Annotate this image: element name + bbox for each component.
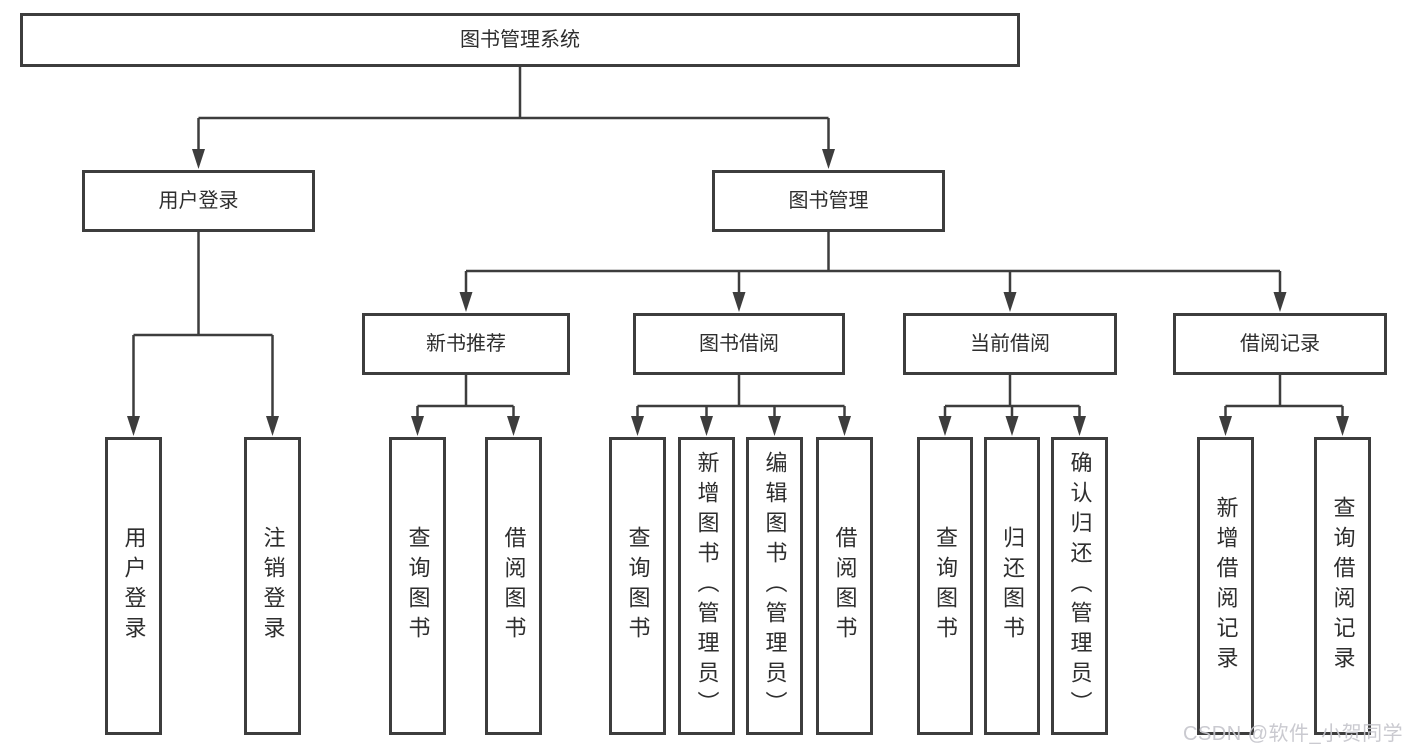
node-label: 新增借阅记录 — [1213, 496, 1239, 676]
node-label: 编辑图书（管理员） — [762, 451, 788, 721]
node-label: 查询图书 — [625, 526, 651, 646]
leaf-add-borrow-record: 新增借阅记录 — [1197, 437, 1254, 735]
node-label: 注销登录 — [260, 526, 286, 646]
node-label: 图书管理系统 — [460, 29, 580, 51]
leaf-return-book: 归还图书 — [984, 437, 1040, 735]
leaf-query-books-recommend: 查询图书 — [389, 437, 446, 735]
node-label: 归还图书 — [1000, 526, 1025, 646]
node-borrow-records: 借阅记录 — [1173, 313, 1387, 375]
node-label: 借阅图书 — [832, 526, 858, 646]
node-label: 新书推荐 — [426, 333, 506, 355]
node-label: 图书管理 — [788, 190, 869, 212]
node-label: 当前借阅 — [970, 333, 1050, 355]
node-current-borrow: 当前借阅 — [903, 313, 1117, 375]
leaf-confirm-return-admin: 确认归还（管理员） — [1051, 437, 1108, 735]
node-label: 借阅记录 — [1240, 333, 1320, 355]
node-label: 查询图书 — [933, 526, 958, 646]
node-label: 图书借阅 — [699, 333, 779, 355]
node-book-borrow: 图书借阅 — [633, 313, 845, 375]
csdn-watermark: CSDN @软件_小贺同学 — [1183, 723, 1404, 745]
leaf-edit-book-admin: 编辑图书（管理员） — [746, 437, 803, 735]
node-label: 确认归还（管理员） — [1067, 451, 1093, 721]
node-label: 用户登录 — [158, 190, 239, 212]
node-new-book-recommend: 新书推荐 — [362, 313, 570, 375]
leaf-query-books-current: 查询图书 — [917, 437, 973, 735]
node-label: 用户登录 — [121, 526, 147, 646]
leaf-add-book-admin: 新增图书（管理员） — [678, 437, 735, 735]
node-label: 新增图书（管理员） — [694, 451, 720, 721]
leaf-logout: 注销登录 — [244, 437, 301, 735]
node-library-management-system: 图书管理系统 — [20, 13, 1020, 67]
node-label: 借阅图书 — [501, 526, 527, 646]
leaf-borrow-books-recommend: 借阅图书 — [485, 437, 542, 735]
leaf-borrow-books: 借阅图书 — [816, 437, 873, 735]
node-label: 查询图书 — [405, 526, 431, 646]
node-label: 查询借阅记录 — [1330, 496, 1356, 676]
leaf-query-borrow-record: 查询借阅记录 — [1314, 437, 1371, 735]
node-user-login: 用户登录 — [82, 170, 315, 232]
leaf-user-login: 用户登录 — [105, 437, 162, 735]
leaf-query-books-borrow: 查询图书 — [609, 437, 666, 735]
node-book-management: 图书管理 — [712, 170, 945, 232]
